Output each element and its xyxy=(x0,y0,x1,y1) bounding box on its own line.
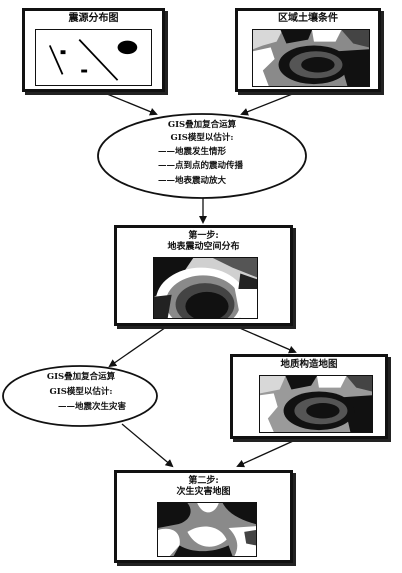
step1-title: 地表震动空间分布 xyxy=(167,242,240,252)
geology-map-thumbnail xyxy=(259,375,373,433)
arrow-geology-to-step2 xyxy=(236,436,303,468)
ellipse-top-item-3: ——地表震动放大 xyxy=(158,176,227,186)
step1-label: 第一步: xyxy=(188,231,219,241)
step1-thumbnail xyxy=(153,257,258,319)
arrow-soil-to-ellipse xyxy=(240,88,306,116)
ellipse-top-item-1: ——地震发生情形 xyxy=(158,147,227,157)
ellipse-top-line2: GIS模型以估计: xyxy=(170,133,234,143)
step2-box: 第二步: 次生灾害地图 xyxy=(114,470,293,563)
arrow-ellipse2-to-step2 xyxy=(121,423,174,468)
soil-conditions-thumbnail xyxy=(252,29,370,87)
geology-map-title: 地质构造地图 xyxy=(280,359,338,370)
arrow-step1-to-geology xyxy=(227,322,297,354)
step2-label: 第二步: xyxy=(188,476,219,486)
step2-thumbnail xyxy=(157,502,257,557)
source-map-thumbnail xyxy=(35,29,152,86)
ellipse-bottom-line2: GIS模型以估计: xyxy=(49,387,113,397)
source-map-title: 震源分布图 xyxy=(68,13,119,24)
geology-map-box: 地质构造地图 xyxy=(230,354,388,439)
ellipse-bottom-item-1: ——地震次生灾害 xyxy=(58,402,127,412)
ellipse-top-item-2: ——点到点的震动传播 xyxy=(158,161,244,171)
source-map-box: 震源分布图 xyxy=(22,8,165,92)
step2-title: 次生灾害地图 xyxy=(176,487,231,497)
ellipse-bottom-line1: GIS叠加复合运算 xyxy=(46,372,116,382)
arrow-step1-to-ellipse2 xyxy=(108,322,173,368)
soil-conditions-title: 区域土壤条件 xyxy=(278,13,338,24)
soil-conditions-box: 区域土壤条件 xyxy=(235,8,381,92)
step1-box: 第一步: 地表震动空间分布 xyxy=(114,225,293,326)
ellipse-top-line1: GIS叠加复合运算 xyxy=(167,120,237,130)
